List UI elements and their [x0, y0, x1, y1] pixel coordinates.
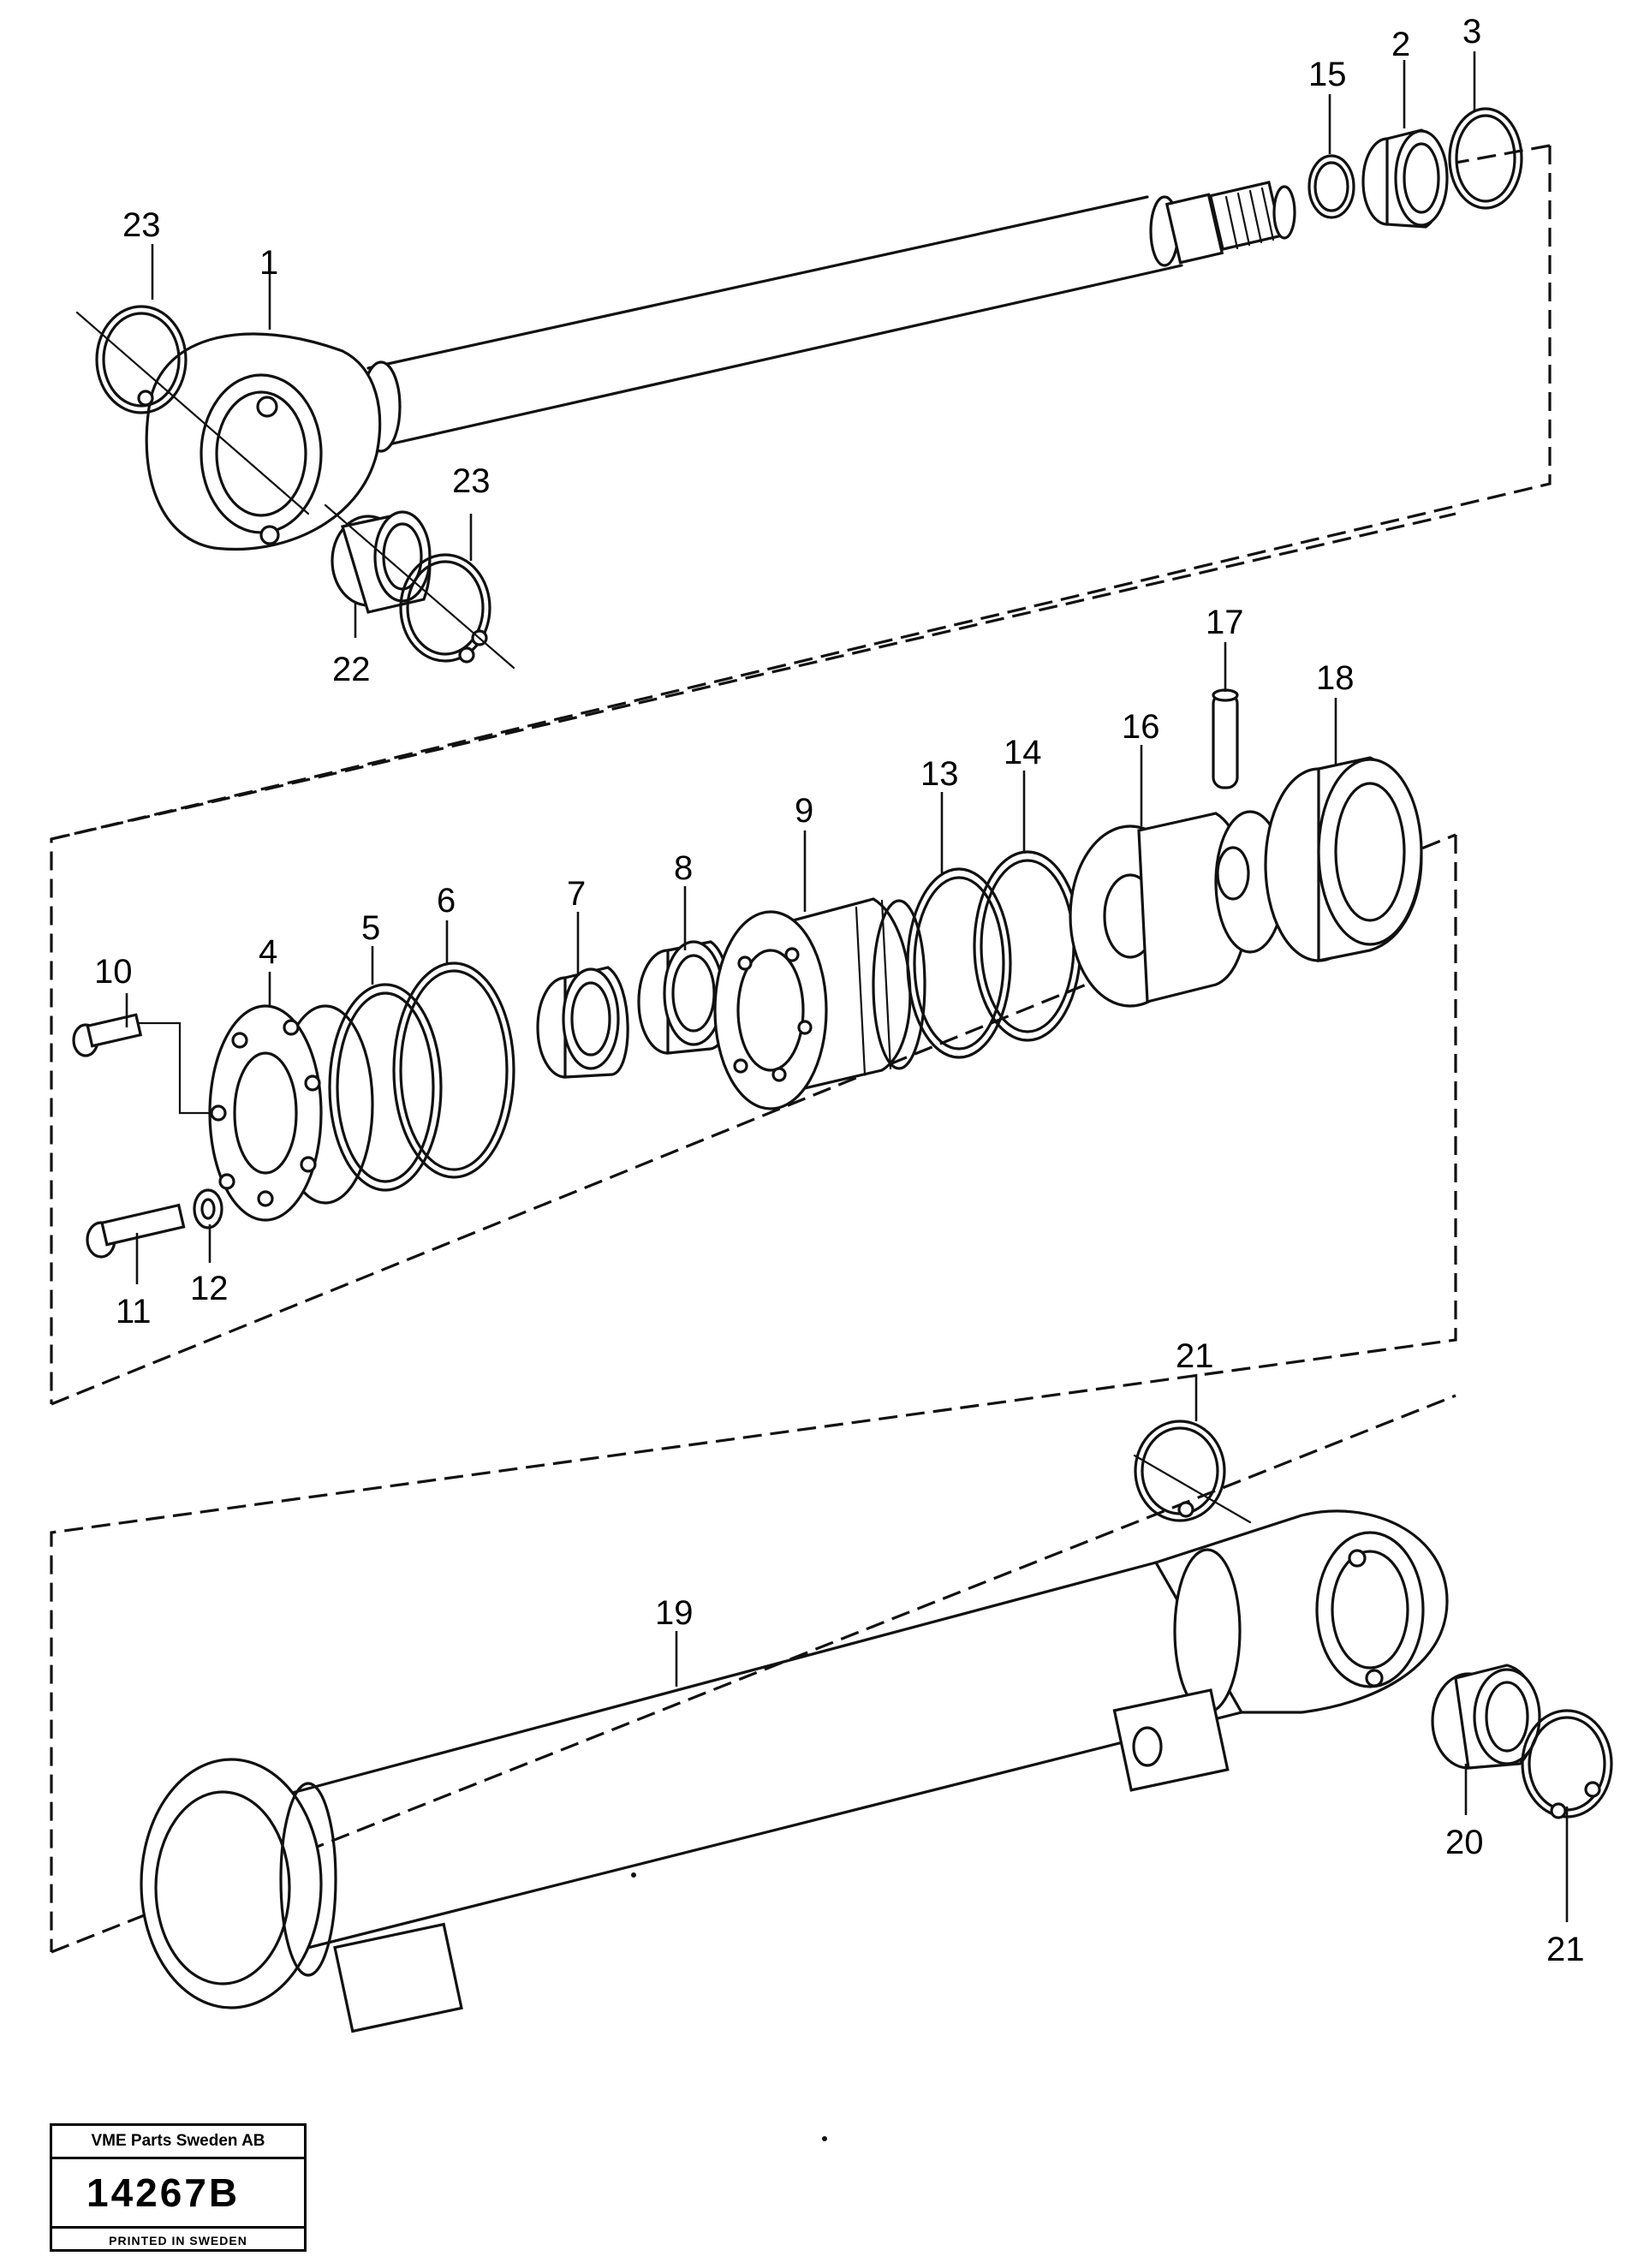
piston-ring-14 — [973, 850, 1082, 1042]
stray-dot — [822, 2136, 827, 2141]
label-part-11: 11 — [116, 1293, 152, 1330]
seal-15 — [1307, 154, 1355, 219]
circlip-3 — [1448, 107, 1523, 210]
seal-7 — [536, 966, 629, 1079]
circlip-21-upper — [1133, 1420, 1252, 1524]
label-part-7: 7 — [567, 875, 586, 913]
circlip-23-upper — [75, 305, 310, 515]
label-part-15: 15 — [1308, 56, 1347, 93]
label-part-23-upper: 23 — [122, 206, 161, 244]
label-part-5: 5 — [361, 909, 380, 947]
o-ring-5 — [328, 983, 443, 1192]
circlip-21-lower — [1521, 1709, 1613, 1819]
label-part-16: 16 — [1122, 708, 1160, 746]
label-part-17: 17 — [1206, 604, 1244, 641]
label-part-20: 20 — [1445, 1824, 1484, 1861]
piston-9 — [713, 897, 926, 1110]
cylinder-tube-19 — [140, 1509, 1449, 2033]
washer-12 — [193, 1188, 223, 1229]
circlip-23-lower — [324, 503, 515, 670]
label-part-2: 2 — [1391, 26, 1410, 63]
label-part-3: 3 — [1462, 13, 1481, 51]
label-part-12: 12 — [190, 1270, 229, 1307]
label-part-9: 9 — [795, 792, 813, 830]
part-labels: 23 1 23 22 15 2 3 10 4 5 6 7 8 9 13 14 1… — [94, 13, 1585, 1968]
stamp-number: 14267B — [52, 2159, 304, 2229]
dashed-frame-upper — [50, 146, 1552, 1952]
label-part-23-lower: 23 — [452, 462, 491, 500]
bushing-2 — [1361, 128, 1449, 229]
document-stamp: VME Parts Sweden AB 14267B PRINTED IN SW… — [50, 2123, 307, 2252]
piston-ring-13 — [906, 867, 1012, 1059]
guide-18 — [1264, 756, 1423, 962]
label-part-14: 14 — [1004, 734, 1042, 771]
backup-ring-6 — [392, 961, 515, 1179]
pin-17 — [1212, 688, 1239, 789]
label-part-10: 10 — [94, 953, 133, 991]
stamp-company: VME Parts Sweden AB — [52, 2126, 304, 2159]
bushing-22 — [331, 510, 432, 614]
label-part-21-lower: 21 — [1546, 1931, 1585, 1968]
rod-eye-housing — [145, 332, 382, 551]
label-part-13: 13 — [920, 755, 959, 793]
label-part-6: 6 — [437, 882, 456, 920]
label-part-4: 4 — [259, 933, 277, 971]
screw-10 — [72, 1013, 216, 1115]
label-part-18: 18 — [1316, 659, 1355, 697]
label-part-22: 22 — [332, 651, 371, 688]
label-part-1: 1 — [259, 244, 278, 282]
screw-11 — [86, 1203, 186, 1259]
nut-16 — [1069, 810, 1286, 1008]
stamp-printed: PRINTED IN SWEDEN — [109, 2234, 247, 2247]
cylinder-head-4 — [208, 1004, 374, 1222]
piston-rod — [360, 181, 1296, 453]
label-part-21-upper: 21 — [1176, 1337, 1214, 1375]
label-part-19: 19 — [655, 1594, 694, 1632]
bushing-20 — [1431, 1664, 1541, 1770]
leader-lines — [125, 51, 1569, 1922]
label-part-8: 8 — [674, 849, 693, 887]
